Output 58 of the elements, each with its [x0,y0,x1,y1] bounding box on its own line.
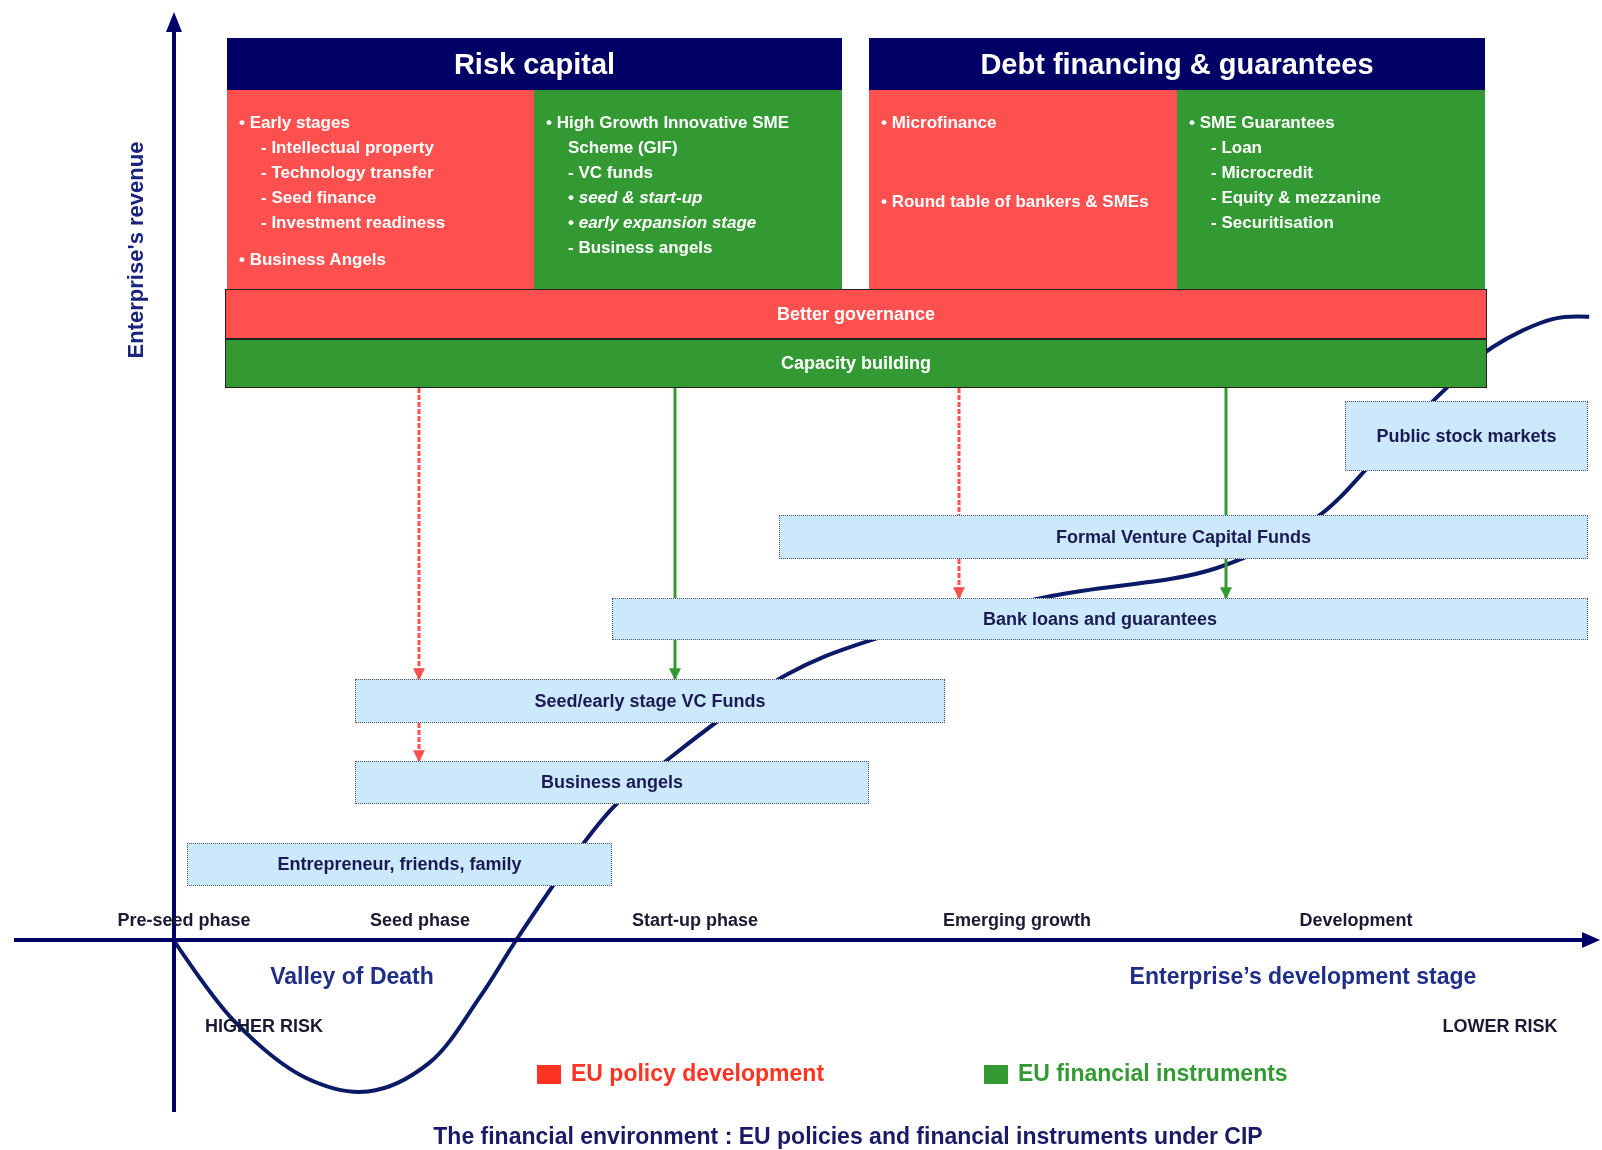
list-item: • SME Guarantees [1189,112,1335,134]
list-item: - Loan [1211,137,1262,159]
list-item: • Round table of bankers & SMEs [881,191,1149,213]
arrow [413,388,425,681]
financing-stage-box [355,679,945,723]
policy-box [869,90,1177,289]
financing-stage-box [355,761,869,804]
stage-label: Capacity building [781,353,931,374]
legend-label: EU financial instruments [1018,1060,1288,1087]
stage-label: Business angels [540,772,684,793]
axis-title: Enterprise’s development stage [1129,962,1477,990]
stage-label: Entrepreneur, friends, family [277,854,522,875]
panel-heading: Debt financing & guarantees [979,47,1375,82]
caption: The financial environment : EU policies and financial instruments under CIP [433,1122,1263,1150]
arrow [953,559,965,600]
list-item: - Equity & mezzanine [1211,187,1382,209]
arrow [1220,559,1232,600]
instrument-band [225,339,1487,388]
policy-band [225,289,1487,339]
category-panel [227,38,842,289]
stage-label: Seed/early stage VC Funds [534,690,766,712]
panel-heading: Risk capital [452,47,617,82]
list-item: - Technology transfer [261,162,434,184]
list-item: - Intellectual property [261,137,434,159]
list-item: • early expansion stage [568,212,757,234]
instrument-box [1177,90,1485,289]
stage-label: Formal Venture Capital Funds [1055,526,1311,548]
phase-label: Development [1299,909,1413,931]
list-item: - Investment readiness [261,212,446,234]
phase-label: Seed phase [369,909,470,931]
stage-label: Bank loans and guarantees [982,608,1218,630]
financing-stage-box [1345,401,1588,471]
list-item: - VC funds [568,162,653,184]
instrument-box [534,90,842,289]
list-item: • Business Angels [239,249,387,271]
phase-label: Start-up phase [632,909,758,931]
stage-label: Better governance [776,303,936,325]
region-label: Valley of Death [270,962,434,990]
list-item: • Microfinance [881,112,998,134]
policy-box [227,90,534,289]
risk-label: LOWER RISK [1442,1015,1558,1037]
stage-label: Public stock markets [1376,425,1557,447]
list-item: - Microcredit [1211,162,1314,184]
legend-label: EU policy development [571,1060,825,1087]
arrow [413,723,425,763]
phase-label: Emerging growth [943,909,1091,931]
list-item: • Early stages [239,112,350,134]
financing-stage-box [779,515,1588,559]
list-item: - Seed finance [261,187,377,209]
list-item: - Business angels [568,237,713,259]
list-item: • seed & start-up [568,187,703,209]
axis-title: Enterprise's revenue [123,141,149,359]
financing-stage-box [187,843,612,886]
category-panel [869,38,1485,289]
list-item: • High Growth Innovative SME Scheme (GIF) [546,112,791,159]
list-item: - Securitisation [1211,212,1334,234]
financing-stage-box [612,598,1588,640]
arrow [669,640,681,681]
